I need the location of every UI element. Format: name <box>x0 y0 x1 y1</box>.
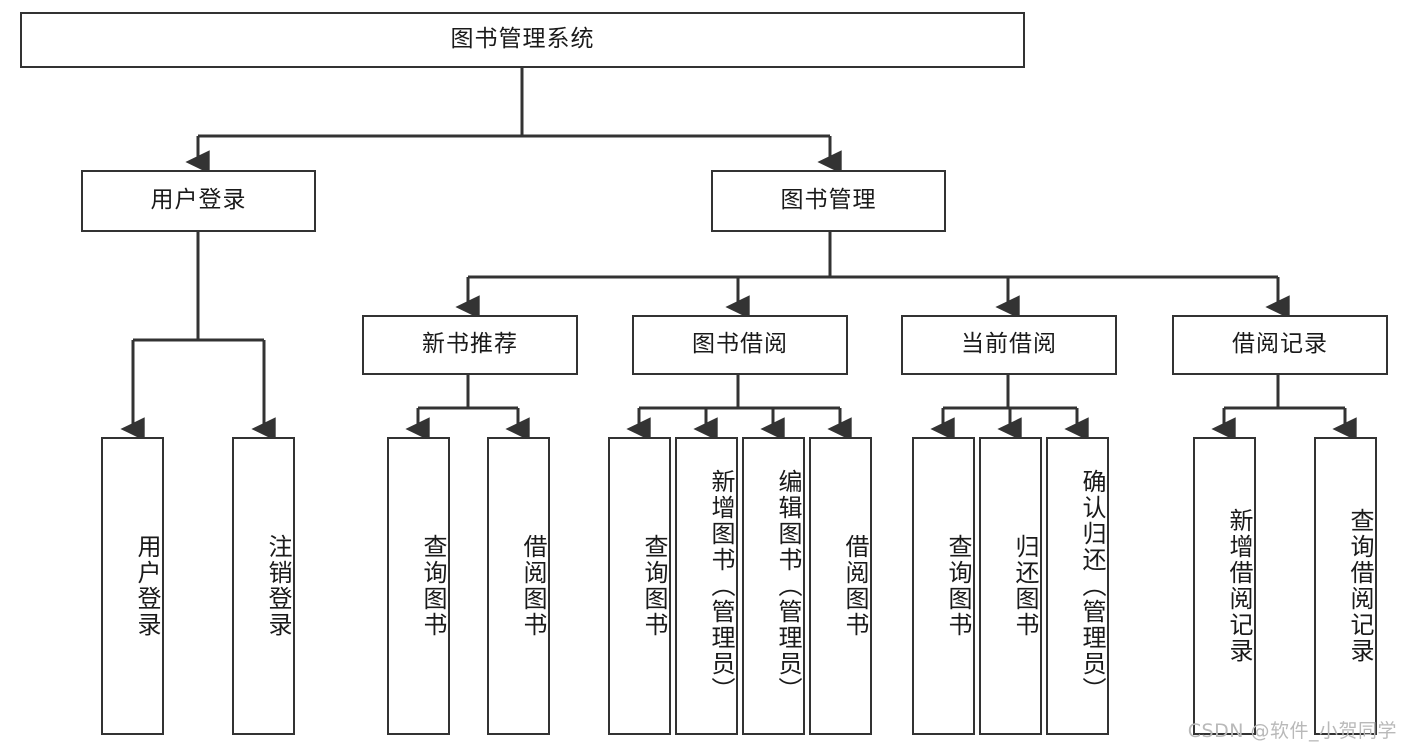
node-leaf-query-book-1[interactable]: 查询图书 <box>387 437 450 735</box>
node-leaf-borrow-book-2[interactable]: 借阅图书 <box>809 437 872 735</box>
node-leaf-return-book[interactable]: 归还图书 <box>979 437 1042 735</box>
node-book-borrow[interactable]: 图书借阅 <box>632 315 848 375</box>
node-new-book-recommend[interactable]: 新书推荐 <box>362 315 578 375</box>
node-leaf-query-record[interactable]: 查询借阅记录 <box>1314 437 1377 735</box>
node-leaf-query-book-2[interactable]: 查询图书 <box>608 437 671 735</box>
node-borrow-record[interactable]: 借阅记录 <box>1172 315 1388 375</box>
watermark-text: CSDN @软件_小贺同学 <box>1187 720 1397 742</box>
node-title-system[interactable]: 图书管理系统 <box>20 12 1025 68</box>
node-current-borrow[interactable]: 当前借阅 <box>901 315 1117 375</box>
node-leaf-add-book[interactable]: 新增图书（管理员） <box>675 437 738 735</box>
node-leaf-query-book-3[interactable]: 查询图书 <box>912 437 975 735</box>
node-user-login[interactable]: 用户登录 <box>81 170 316 232</box>
node-leaf-edit-book[interactable]: 编辑图书（管理员） <box>742 437 805 735</box>
node-leaf-logout-login[interactable]: 注销登录 <box>232 437 295 735</box>
node-book-management[interactable]: 图书管理 <box>711 170 946 232</box>
node-leaf-borrow-book-1[interactable]: 借阅图书 <box>487 437 550 735</box>
node-leaf-user-login[interactable]: 用户登录 <box>101 437 164 735</box>
node-leaf-confirm-return[interactable]: 确认归还（管理员） <box>1046 437 1109 735</box>
node-leaf-add-record[interactable]: 新增借阅记录 <box>1193 437 1256 735</box>
